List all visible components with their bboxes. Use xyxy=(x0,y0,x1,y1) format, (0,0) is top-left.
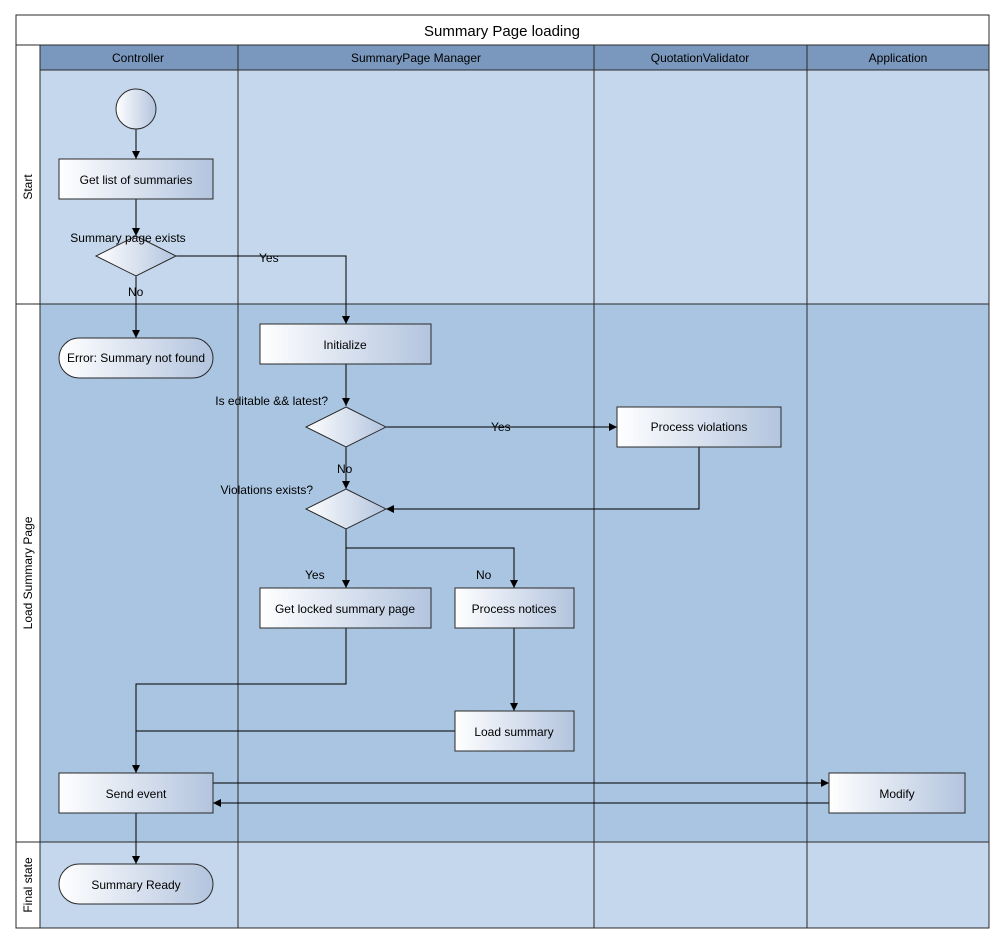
node-initialize xyxy=(259,323,432,365)
phase-label-column xyxy=(15,44,41,929)
edge-label-editable-no: No xyxy=(337,462,353,476)
node-send-event xyxy=(58,772,214,814)
phase-dividers xyxy=(16,303,989,843)
node-get-list-of-summaries xyxy=(58,158,214,200)
phase-label-load-summary-page: Load Summary Page xyxy=(21,516,35,629)
lane-header-controller: Controller xyxy=(112,51,164,65)
edge-exists-yes-to-initialize xyxy=(176,255,350,324)
edge-processviolations-to-violexists xyxy=(386,447,700,513)
flow-edges xyxy=(132,129,829,864)
edge-label-exists-yes: Yes xyxy=(259,251,279,265)
node-error-summary-not-found xyxy=(58,337,214,379)
node-label-process-violations: Process violations xyxy=(651,420,748,434)
phase-label-final-state: Final state xyxy=(21,857,35,913)
node-label-summary-ready: Summary Ready xyxy=(91,878,180,892)
decision-summary-page-exists xyxy=(94,235,178,277)
node-label-load-summary: Load summary xyxy=(474,725,553,739)
edge-violexists-no-to-notices xyxy=(346,547,518,588)
lane-header-quotationvalidator: QuotationValidator xyxy=(651,51,750,65)
phase-label-start: Start xyxy=(21,174,35,200)
edge-label-exists-no: No xyxy=(128,285,144,299)
decision-is-editable-latest xyxy=(304,406,388,448)
edge-label-violations-no: No xyxy=(476,568,492,582)
decision-label-is-editable-latest: Is editable && latest? xyxy=(215,394,328,408)
decision-violations-exists xyxy=(304,488,388,530)
edge-label-violations-yes: Yes xyxy=(305,568,325,582)
diagram-border xyxy=(15,14,990,929)
node-label-get-list-of-summaries: Get list of summaries xyxy=(80,173,193,187)
node-process-notices xyxy=(454,587,575,629)
edge-locked-to-sendevent xyxy=(132,628,347,773)
lane-header-row xyxy=(39,44,990,71)
node-label-modify: Modify xyxy=(879,787,914,801)
edge-label-editable-yes: Yes xyxy=(491,420,511,434)
lane-header-application: Application xyxy=(869,51,928,65)
node-label-get-locked-summary-page: Get locked summary page xyxy=(275,602,415,616)
lane-dividers xyxy=(237,45,808,928)
node-label-initialize: Initialize xyxy=(323,338,367,352)
node-process-violations xyxy=(616,406,782,448)
node-load-summary xyxy=(454,710,575,752)
diagram-title: Summary Page loading xyxy=(424,23,580,40)
lane-header-summarypage-manager: SummaryPage Manager xyxy=(351,51,481,65)
node-label-error-summary-not-found: Error: Summary not found xyxy=(67,351,205,365)
node-get-locked-summary-page xyxy=(259,587,432,629)
node-modify xyxy=(828,772,966,814)
start-node xyxy=(115,88,157,130)
decision-label-violations-exists: Violations exists? xyxy=(221,483,314,497)
node-label-send-event: Send event xyxy=(106,787,167,801)
decision-label-summary-page-exists: Summary page exists xyxy=(70,231,185,245)
node-summary-ready xyxy=(58,863,214,905)
node-label-process-notices: Process notices xyxy=(472,602,557,616)
